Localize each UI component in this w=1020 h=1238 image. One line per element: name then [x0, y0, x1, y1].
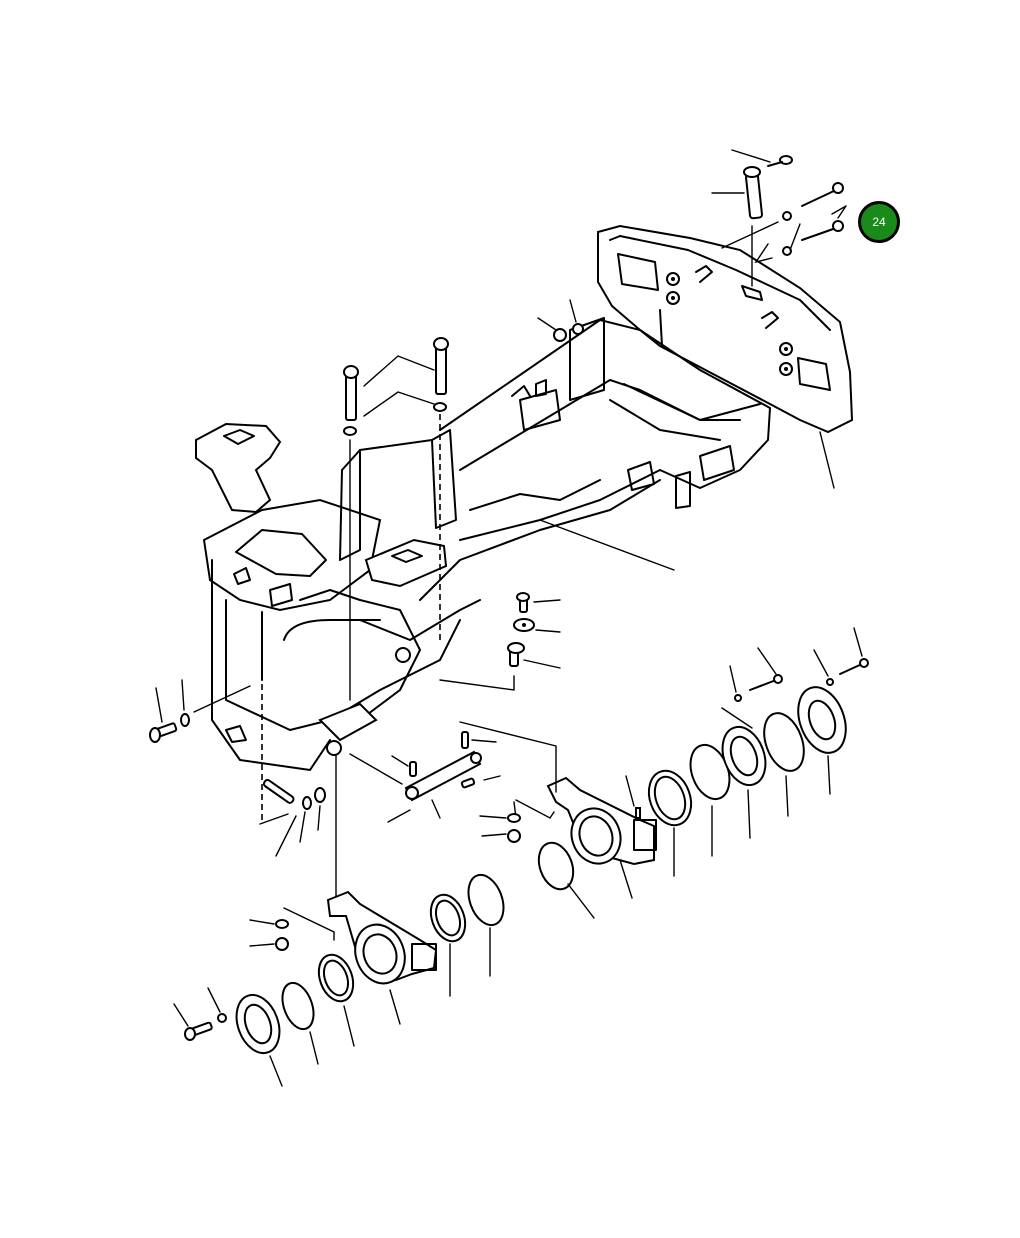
link-arm: [349, 731, 501, 823]
bearing-stack-left: [235, 873, 505, 1087]
bearing-stack-right: [647, 686, 847, 877]
bolt-icon: [721, 627, 869, 729]
vertical-bolts: [343, 337, 449, 701]
left-fasteners: [149, 674, 263, 820]
callout-badge-24[interactable]: 24: [858, 201, 900, 243]
left-axle-support: [173, 755, 505, 1087]
front-weight-casting: [597, 224, 854, 489]
bolt-icon: [173, 987, 227, 1041]
main-frame: [419, 317, 771, 601]
center-fasteners: [439, 592, 561, 691]
right-axle-support: [459, 627, 869, 919]
bolt-icon: [801, 182, 844, 241]
casting-fasteners: [711, 149, 847, 287]
frame-front-section: [195, 422, 481, 771]
pin-and-nuts: [259, 778, 326, 857]
nut-pair: [537, 299, 584, 342]
